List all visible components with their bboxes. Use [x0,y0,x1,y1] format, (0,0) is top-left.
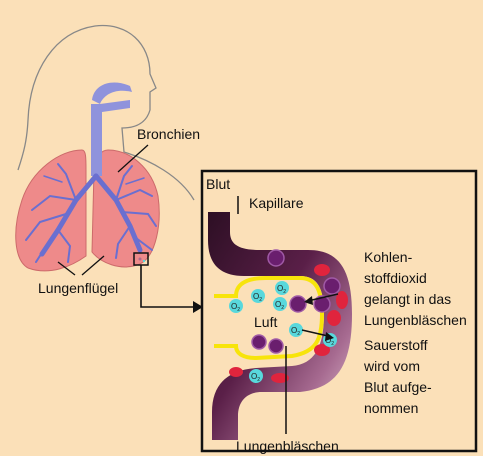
o2-molecule: O2 [275,281,289,295]
lung-lobes-label: Lungenflügel [38,280,118,296]
air-label: Luft [254,314,277,330]
svg-text:Blut aufge-: Blut aufge- [364,379,432,395]
oral-airway [100,100,130,112]
bronchi-label: Bronchien [137,126,200,142]
svg-text:wird vom: wird vom [363,358,420,374]
o2-molecule: O2 [229,299,243,313]
svg-text:Kohlen-: Kohlen- [364,249,413,265]
alveolus-label: Lungenbläschen [236,438,339,454]
blood-label: Blut [206,176,230,192]
o2-molecule: O2 [251,289,265,303]
svg-text:stoffdioxid: stoffdioxid [364,270,427,286]
body-outline-left [18,120,28,170]
right-lung [92,150,159,267]
trachea [91,104,102,176]
zoom-arrow [141,265,193,307]
svg-text:gelangt in das: gelangt in das [364,291,451,307]
lung-lobe-pointer-right [82,256,104,275]
o2-molecule: O2 [249,369,263,383]
svg-text:nommen: nommen [364,400,418,416]
o2-molecule: O2 [289,323,303,337]
svg-text:Lungenbläschen: Lungenbläschen [364,312,467,328]
svg-text:Sauerstoff: Sauerstoff [364,337,428,353]
left-lung [16,150,86,271]
o2-molecule: O2 [273,297,287,311]
capillary-label: Kapillare [249,195,304,211]
